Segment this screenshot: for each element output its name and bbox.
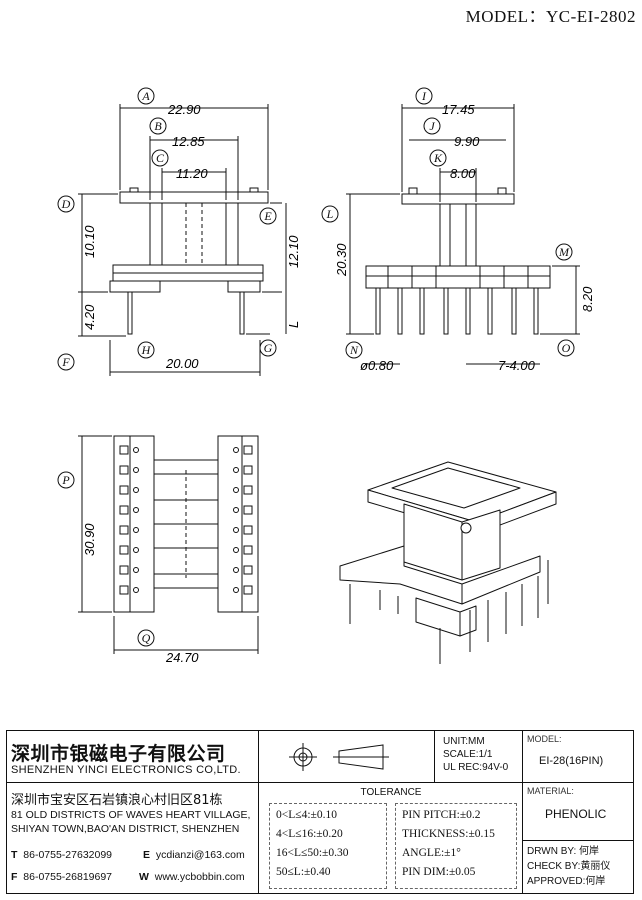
- tolerance-item: PIN PITCH:±0.2: [402, 809, 481, 821]
- circle-label-i: I: [421, 89, 427, 103]
- dim-h-value: 20.00: [165, 356, 199, 371]
- circle-label-d: D: [61, 197, 71, 211]
- approved-by: APPROVED:何岸: [527, 876, 606, 887]
- checked-by: CHECK BY:黄丽仪: [527, 861, 611, 872]
- tolerance-item: 50≤L:±0.40: [276, 866, 331, 878]
- tolerance-title: TOLERANCE: [360, 787, 422, 798]
- side-view: [346, 104, 580, 365]
- address-block: 深圳市宝安区石岩镇浪心村旧区81栋 81 OLD DISTRICTS OF WA…: [7, 783, 259, 893]
- circle-label-e: E: [263, 209, 272, 223]
- fax-line: F 86-0755-26819697: [11, 871, 112, 883]
- circle-label-h: H: [141, 343, 152, 357]
- top-view: [78, 435, 259, 654]
- circle-label-g: G: [264, 341, 273, 355]
- dim-a-value: 22.90: [167, 102, 201, 117]
- tolerance-item: ANGLE:±1°: [402, 847, 461, 859]
- tel-value: 86-0755-27632099: [23, 849, 113, 861]
- model-title: MODEL：YC-EI-2802: [465, 7, 636, 26]
- unit-cell: UNIT:MM SCALE:1/1 UL REC:94V-0: [435, 731, 523, 783]
- circle-label-p: P: [61, 473, 70, 487]
- circle-label-b: B: [154, 119, 162, 133]
- tolerance-block: TOLERANCE 0<L≤4:±0.10 4<L≤16:±0.20 16<L≤…: [259, 783, 523, 893]
- dim-e-value: 12.10: [286, 235, 301, 268]
- company-header: 深圳市银磁电子有限公司 SHENZHEN YINCI ELECTRONICS C…: [7, 731, 259, 783]
- front-view: [78, 104, 287, 376]
- tolerance-list-right: PIN PITCH:±0.2 THICKNESS:±0.15 ANGLE:±1°…: [395, 803, 517, 889]
- scale-label: SCALE:1/1: [443, 749, 493, 760]
- unit-label: UNIT:MM: [443, 736, 485, 747]
- circle-label-n: N: [349, 343, 359, 357]
- email-value: ycdianzi@163.com: [155, 849, 245, 861]
- email-label: E: [143, 849, 151, 861]
- dim-b-value: 12.85: [172, 134, 205, 149]
- dim-f-value: 4.20: [82, 304, 97, 330]
- tolerance-item: 0<L≤4:±0.10: [276, 809, 337, 821]
- technical-drawing: 22.90 12.85 11.20 10.10 12.10 4.20 L 20.…: [57, 87, 595, 665]
- dim-l-value: 20.30: [334, 243, 349, 277]
- model-value: EI-28(16PIN): [539, 755, 604, 767]
- circle-label-q: Q: [142, 631, 151, 645]
- material-label: MATERIAL:: [527, 786, 574, 796]
- dimension-values: 22.90 12.85 11.20 10.10 12.10 4.20 L 20.…: [82, 102, 595, 665]
- tel-line: T 86-0755-27632099: [11, 849, 112, 861]
- dim-g-value: L: [286, 321, 301, 328]
- fax-label: F: [11, 871, 18, 883]
- ul-label: UL REC:94V-0: [443, 762, 509, 773]
- email-line: E ycdianzi@163.com: [143, 849, 245, 861]
- isometric-view: [339, 461, 557, 664]
- circle-label-c: C: [156, 151, 165, 165]
- tolerance-list-left: 0<L≤4:±0.10 4<L≤16:±0.20 16<L≤50:±0.30 5…: [269, 803, 387, 889]
- dim-q-value: 24.70: [165, 650, 199, 665]
- dim-i-value: 17.45: [442, 102, 475, 117]
- tolerance-item: THICKNESS:±0.15: [402, 828, 495, 840]
- material-value: PHENOLIC: [545, 807, 607, 821]
- projection-symbol-cell: [259, 731, 435, 783]
- dim-c-value: 11.20: [176, 166, 208, 181]
- dim-m-value: 8.20: [580, 286, 595, 312]
- tel-label: T: [11, 849, 18, 861]
- model-label: MODEL:: [527, 734, 562, 744]
- web-line: W www.ycbobbin.com: [139, 871, 245, 883]
- circle-label-f: F: [61, 355, 70, 369]
- fax-value: 86-0755-26819697: [23, 871, 113, 883]
- circle-label-j: J: [429, 119, 435, 133]
- dim-k-value: 8.00: [450, 166, 476, 181]
- dim-j-value: 9.90: [454, 134, 480, 149]
- address-en-line2: SHIYAN TOWN,BAO'AN DISTRICT, SHENZHEN: [11, 823, 240, 835]
- circle-label-l: L: [326, 207, 334, 221]
- dim-n-value: ø0.80: [360, 358, 394, 373]
- drawn-by: DRWN BY: 何岸: [527, 846, 600, 857]
- model-cell: MODEL: EI-28(16PIN): [523, 731, 633, 783]
- circle-label-o: O: [562, 341, 571, 355]
- dim-o-value: 7-4.00: [498, 358, 536, 373]
- tolerance-item: 16<L≤50:±0.30: [276, 847, 349, 859]
- company-name-cn: 深圳市银磁电子有限公司: [11, 743, 226, 765]
- web-value: www.ycbobbin.com: [154, 871, 245, 883]
- circle-labels: [57, 87, 575, 647]
- tolerance-item: 4<L≤16:±0.20: [276, 828, 343, 840]
- dim-p-value: 30.90: [82, 523, 97, 556]
- circle-label-m: M: [558, 245, 570, 259]
- tolerance-item: PIN DIM:±0.05: [402, 866, 476, 878]
- company-name-en: SHENZHEN YINCI ELECTRONICS CO,LTD.: [11, 764, 241, 776]
- web-label: W: [139, 871, 149, 883]
- circle-label-a: A: [141, 89, 150, 103]
- address-cn: 深圳市宝安区石岩镇浪心村旧区81栋: [11, 793, 223, 808]
- circle-label-k: K: [433, 151, 443, 165]
- projection-symbol-icon: [289, 743, 389, 771]
- address-en-line1: 81 OLD DISTRICTS OF WAVES HEART VILLAGE,: [11, 809, 251, 821]
- material-cell: MATERIAL: PHENOLIC: [523, 783, 633, 841]
- signature-cell: DRWN BY: 何岸 CHECK BY:黄丽仪 APPROVED:何岸: [523, 841, 633, 893]
- dim-d-value: 10.10: [82, 225, 97, 258]
- title-block: 深圳市银磁电子有限公司 SHENZHEN YINCI ELECTRONICS C…: [6, 730, 634, 894]
